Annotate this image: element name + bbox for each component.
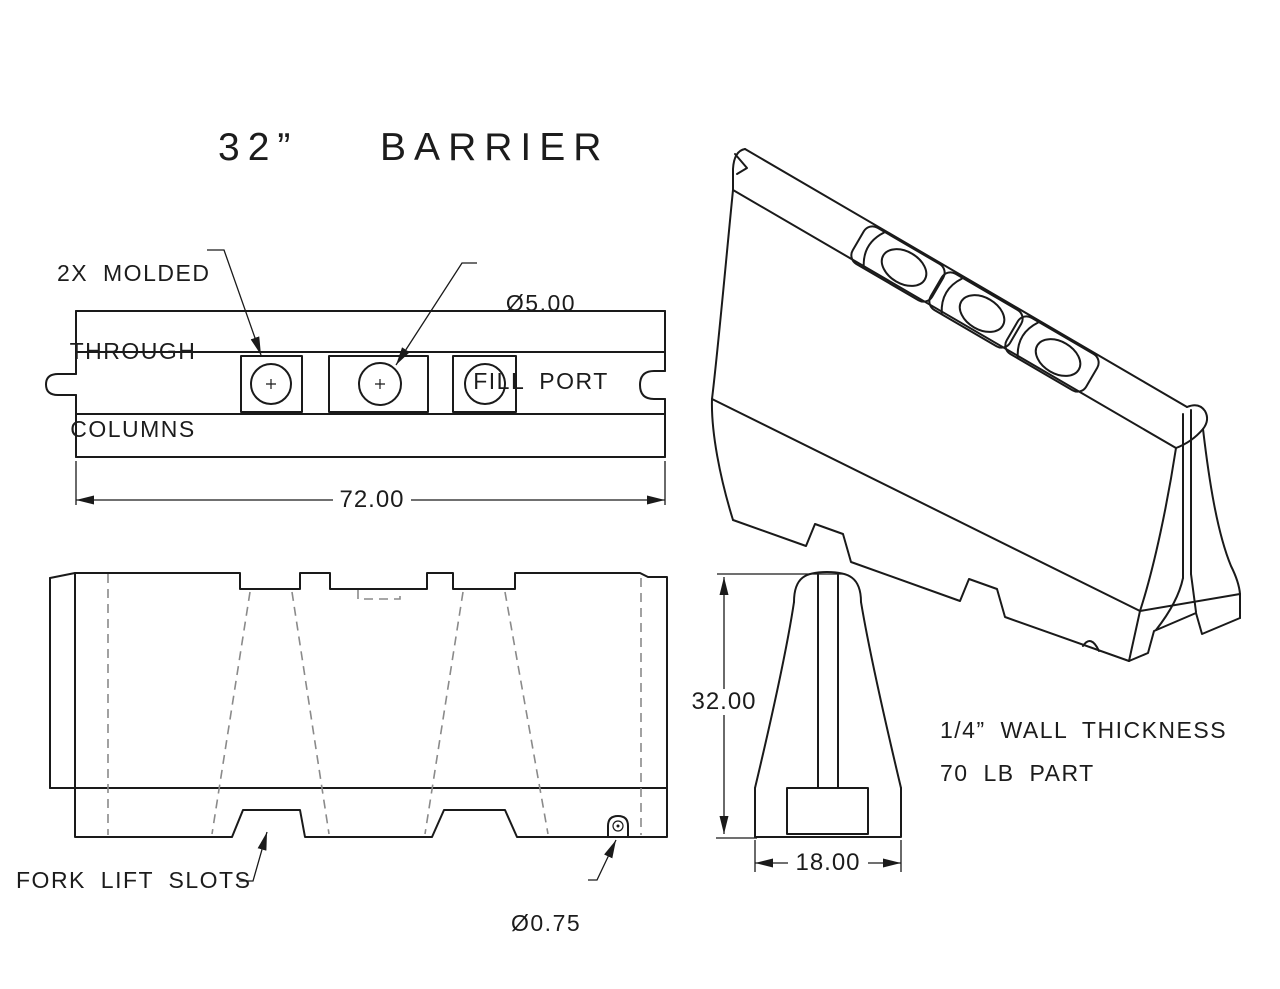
column-hole-1 [250,363,292,405]
center-mark [375,379,385,389]
leader-lines [207,249,617,882]
dim-base-text: 18.00 [788,850,868,876]
drain-hole [612,820,624,832]
drain-iso [1082,640,1100,652]
drawing-title: 32” BARRIER [218,126,610,169]
dim-height-text: 32.00 [684,689,764,715]
bottom-edge-with-fork-slots [732,519,1130,662]
leader-drain [588,839,617,881]
leader-fork-lift [239,831,268,882]
column-taper-hidden [211,591,251,835]
top-port-3 [1004,315,1100,393]
label-molded-columns: 2X MOLDED THROUGH COLUMNS [57,260,211,442]
column-pocket-1 [240,355,303,413]
fill-port-pocket [328,355,429,413]
end-base-notch [1128,612,1241,662]
leader-molded-columns [207,249,262,356]
top-port-2 [928,271,1024,349]
column-taper-hidden [504,591,549,835]
end-tab [734,153,748,175]
toe-line [711,398,1141,612]
column-hole-2 [464,363,506,405]
connector-notch [639,370,666,400]
end-groove [1182,409,1192,579]
dome-top [793,571,862,603]
label-fill-port: Ø5.00 FILL PORT [473,290,609,394]
isometric-view-linework [710,148,1241,662]
column-pocket-2 [452,355,517,413]
note-part-weight: 70 LB PART [940,760,1095,786]
column-taper-hidden [291,591,330,835]
drain-center [616,824,620,828]
top-port-1 [850,225,946,303]
dim-length-text: 72.00 [333,487,411,513]
drain-boss [607,815,629,838]
leader-fill-port [395,262,477,366]
note-wall-thickness: 1/4” WALL THICKNESS [940,717,1228,743]
fill-port-hidden [357,590,401,600]
center-mark [266,379,276,389]
fill-port-hole [358,362,402,406]
label-fork-lift-slots: FORK LIFT SLOTS [16,867,252,893]
label-drain: Ø0.75 DRAIN [511,910,582,936]
side-view-linework [754,571,902,838]
center-column-lines [817,574,839,789]
base-channel [786,787,869,835]
top-view-linework [45,310,666,458]
front-view-linework [49,572,668,838]
column-taper-hidden [424,591,464,835]
connector-tab [45,373,77,396]
